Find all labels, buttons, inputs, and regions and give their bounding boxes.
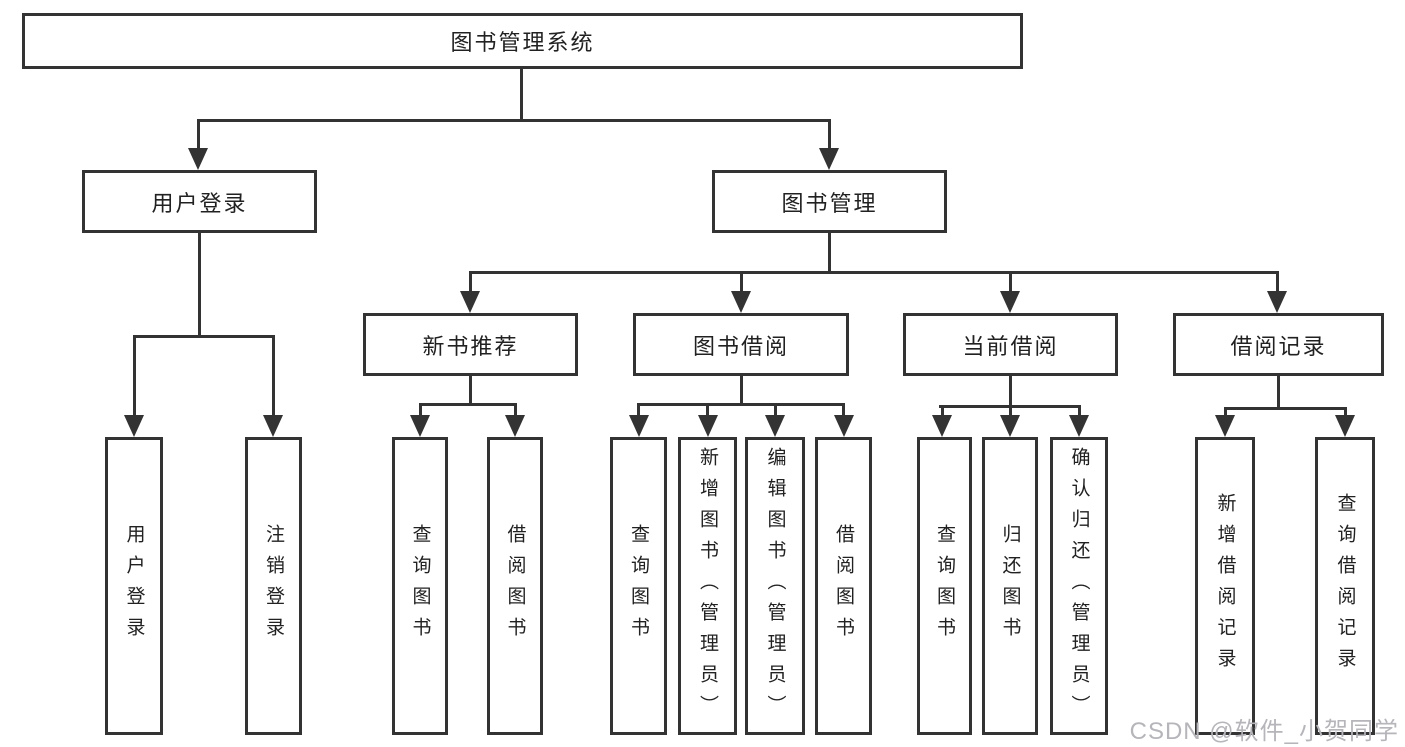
leaf-label: 查询图书 <box>628 524 649 648</box>
arrow-leaf <box>410 405 431 437</box>
leaf-return-books: 归还图书 <box>982 437 1038 735</box>
leaf-edit-books-admin: 编辑图书（管理员） <box>745 437 805 735</box>
connector-new-book-rail <box>418 403 517 406</box>
arrow-to-book-management <box>819 121 840 170</box>
leaf-label: 确认归还（管理员） <box>1068 446 1090 726</box>
node-library-management-system: 图书管理系统 <box>22 13 1023 69</box>
connector-new-book-drop <box>469 376 472 406</box>
node-label: 用户登录 <box>151 190 248 216</box>
connector-book-borrow-drop <box>739 376 743 406</box>
leaf-label: 查询图书 <box>934 524 955 648</box>
arrow-to-current-borrow <box>1000 273 1021 313</box>
node-label: 借阅记录 <box>1230 333 1327 359</box>
arrow-to-new-book-recommend <box>460 273 481 313</box>
arrow-to-leaf-logout <box>263 337 284 437</box>
leaf-confirm-return-admin: 确认归还（管理员） <box>1050 437 1108 735</box>
connector-user-login-drop <box>198 233 201 338</box>
arrow-leaf <box>628 405 649 437</box>
leaf-label: 用户登录 <box>123 524 145 648</box>
connector-borrow-records-drop <box>1276 376 1280 410</box>
node-user-login: 用户登录 <box>82 170 317 233</box>
arrow-leaf <box>833 405 854 437</box>
leaf-label: 借阅图书 <box>833 524 854 648</box>
arrow-leaf <box>932 407 953 437</box>
leaf-user-login: 用户登录 <box>105 437 163 735</box>
connector-level2-rail <box>196 119 831 122</box>
arrow-to-borrow-records <box>1267 273 1288 313</box>
connector-root-drop <box>519 68 523 121</box>
leaf-label: 查询借阅记录 <box>1334 493 1356 679</box>
connector-current-borrow-drop <box>1009 376 1012 408</box>
leaf-borrow-books: 借阅图书 <box>815 437 872 735</box>
connector-current-borrow-rail <box>939 405 1081 408</box>
leaf-label: 新增借阅记录 <box>1214 493 1236 679</box>
csdn-watermark: CSDN @软件_小贺同学 <box>1129 718 1399 745</box>
arrow-leaf <box>1000 407 1021 437</box>
leaf-label: 查询图书 <box>409 524 431 648</box>
node-label: 图书借阅 <box>692 333 789 359</box>
leaf-query-books-borrow: 查询图书 <box>610 437 667 735</box>
arrow-leaf <box>505 405 526 437</box>
connector-book-management-drop <box>827 233 831 274</box>
connector-book-borrow-rail <box>637 403 845 406</box>
leaf-query-borrow-record: 查询借阅记录 <box>1315 437 1375 735</box>
leaf-borrow-books-recommend: 借阅图书 <box>487 437 543 735</box>
node-label: 图书管理系统 <box>450 30 595 55</box>
leaf-label: 借阅图书 <box>504 524 526 648</box>
leaf-logout: 注销登录 <box>245 437 302 735</box>
connector-level3-rail <box>468 271 1279 274</box>
leaf-query-books-recommend: 查询图书 <box>392 437 448 735</box>
leaf-label: 编辑图书（管理员） <box>764 446 786 726</box>
node-book-management: 图书管理 <box>712 170 947 233</box>
leaf-label: 注销登录 <box>263 524 284 648</box>
leaf-add-borrow-record: 新增借阅记录 <box>1195 437 1255 735</box>
arrow-leaf <box>697 405 718 437</box>
arrow-leaf <box>1335 409 1356 437</box>
leaf-label: 归还图书 <box>999 524 1021 648</box>
arrow-leaf <box>1215 409 1236 437</box>
node-borrow-records: 借阅记录 <box>1173 313 1384 376</box>
node-label: 当前借阅 <box>962 333 1059 359</box>
arrow-leaf <box>765 405 786 437</box>
connector-borrow-records-rail <box>1223 407 1347 410</box>
arrow-to-book-borrow <box>731 273 752 313</box>
leaf-query-books-current: 查询图书 <box>917 437 972 735</box>
node-label: 新书推荐 <box>422 333 519 359</box>
arrow-to-user-login <box>188 121 209 170</box>
node-new-book-recommend: 新书推荐 <box>363 313 578 376</box>
node-current-borrow: 当前借阅 <box>903 313 1118 376</box>
arrow-to-leaf-user-login <box>124 337 145 437</box>
node-book-borrow: 图书借阅 <box>633 313 849 376</box>
connector-user-login-rail <box>132 335 275 338</box>
arrow-leaf <box>1069 407 1090 437</box>
leaf-label: 新增图书（管理员） <box>697 446 718 726</box>
leaf-add-books-admin: 新增图书（管理员） <box>678 437 737 735</box>
node-label: 图书管理 <box>781 190 878 216</box>
